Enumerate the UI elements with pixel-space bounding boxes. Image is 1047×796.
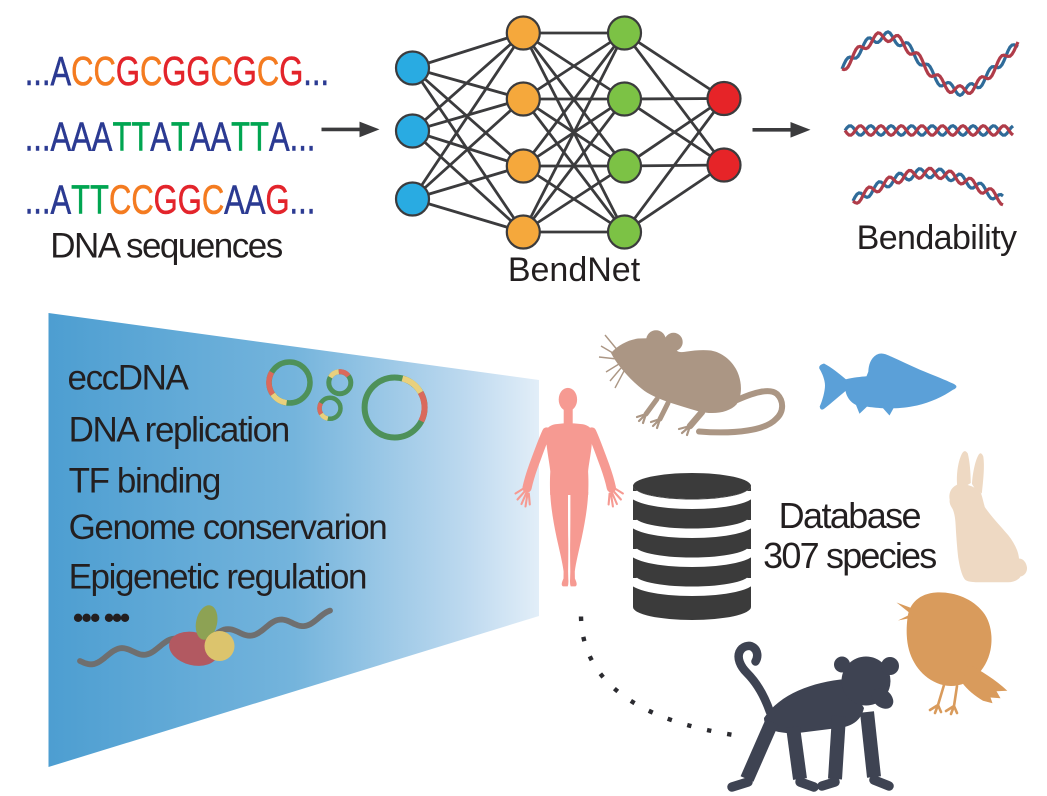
- svg-text:DNA replication: DNA replication: [69, 410, 289, 449]
- svg-text:...AAATTATAATTA...: ...AAATTATAATTA...: [25, 113, 316, 159]
- svg-text:Genome conservarion: Genome conservarion: [69, 508, 387, 547]
- svg-text:307 species: 307 species: [763, 535, 936, 576]
- svg-text:...ATTCCGGCAAG...: ...ATTCCGGCAAG...: [25, 176, 316, 222]
- svg-text:BendNet: BendNet: [508, 251, 641, 289]
- svg-text:...ACCGCGGCGCG...: ...ACCGCGGCGCG...: [25, 48, 329, 94]
- svg-text:Bendability: Bendability: [857, 219, 1017, 257]
- svg-text:DNA sequences: DNA sequences: [50, 227, 282, 266]
- svg-text:Database: Database: [779, 495, 921, 536]
- svg-text:Epigenetic regulation: Epigenetic regulation: [69, 558, 367, 597]
- svg-text:TF binding: TF binding: [69, 461, 220, 500]
- svg-text:eccDNA: eccDNA: [68, 358, 190, 397]
